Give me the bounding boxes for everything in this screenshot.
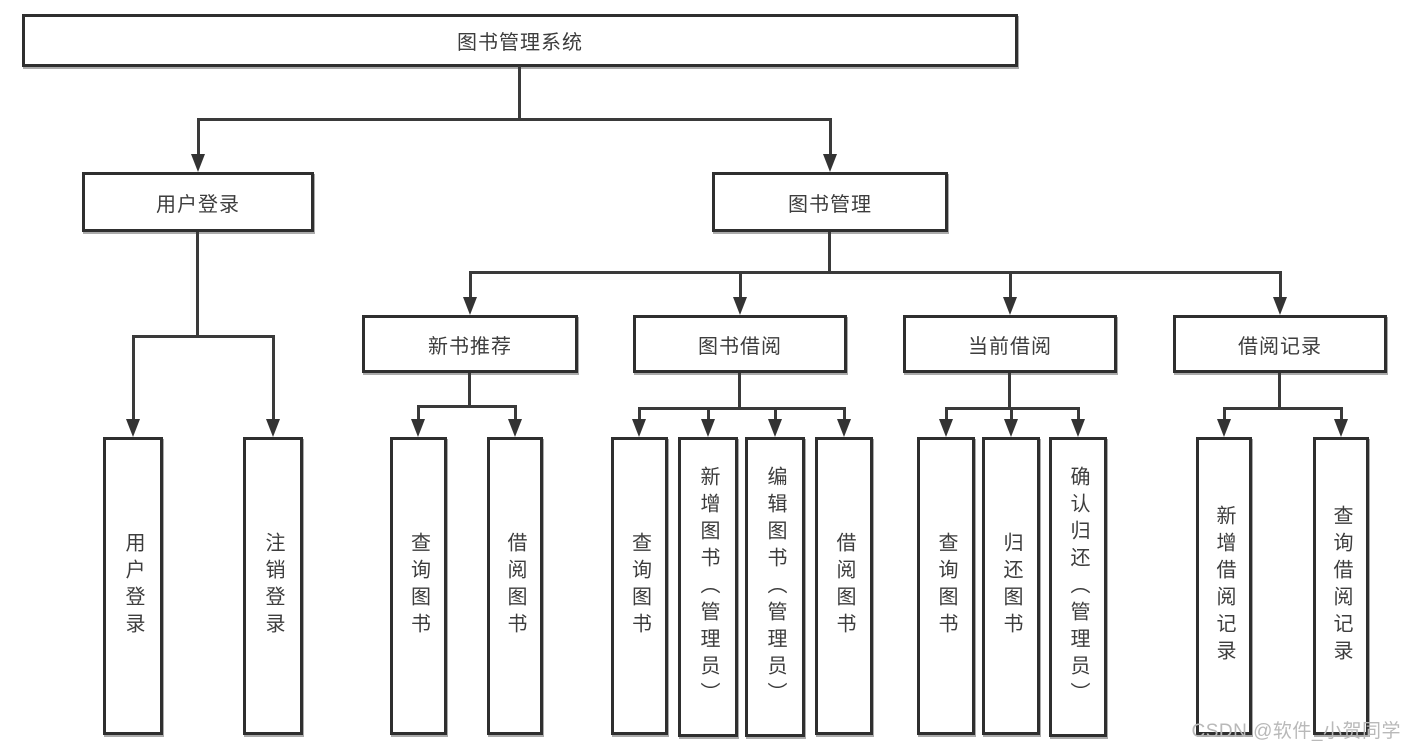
connector-line-drop [197, 118, 200, 154]
node-leaf-borrow-books-2: 借阅图书 [815, 437, 873, 735]
connector-arrowhead-down [701, 419, 715, 437]
connector-line-drop [843, 407, 846, 419]
connector-arrowhead-down [508, 419, 522, 437]
connector-line-drop [707, 407, 710, 419]
node-label: 编辑图书（管理员） [764, 465, 786, 709]
connector-line-vertical [518, 66, 521, 120]
node-label: 确认归还（管理员） [1067, 465, 1089, 709]
connector-arrowhead-down [1071, 419, 1085, 437]
connector-arrowhead-down [632, 419, 646, 437]
node-leaf-return-books: 归还图书 [982, 437, 1040, 735]
connector-arrowhead-down [939, 419, 953, 437]
connector-line-horizontal [469, 271, 1281, 274]
connector-arrowhead-down [463, 297, 477, 315]
node-label: 图书管理系统 [457, 32, 583, 54]
node-label: 查询图书 [407, 532, 430, 640]
csdn-watermark: CSDN @软件_小贺同学 [1191, 721, 1401, 742]
connector-line-horizontal [197, 118, 831, 121]
connector-line-vertical [1278, 373, 1281, 409]
connector-line-drop [514, 405, 517, 419]
node-leaf-confirm-return-admin: 确认归还（管理员） [1049, 437, 1107, 737]
connector-line-horizontal [638, 407, 845, 410]
connector-line-horizontal [417, 405, 516, 408]
connector-arrowhead-down [126, 419, 140, 437]
connector-line-vertical [196, 232, 199, 337]
connector-arrowhead-down [1003, 297, 1017, 315]
node-label: 查询图书 [935, 532, 957, 640]
connector-line-drop [829, 118, 832, 154]
connector-arrowhead-down [1334, 419, 1348, 437]
connector-line-drop [272, 335, 275, 419]
node-user-login: 用户登录 [82, 172, 314, 232]
connector-line-drop [132, 335, 135, 419]
node-label: 新书推荐 [428, 335, 512, 358]
node-leaf-query-books-2: 查询图书 [611, 437, 668, 735]
connector-line-drop [774, 407, 777, 419]
connector-arrowhead-down [1217, 419, 1231, 437]
node-label: 新增借阅记录 [1213, 505, 1235, 667]
node-leaf-logout: 注销登录 [243, 437, 303, 735]
connector-line-vertical [1008, 373, 1011, 409]
connector-line-drop [739, 271, 742, 297]
node-new-book-recommend: 新书推荐 [362, 315, 578, 373]
connector-line-vertical [738, 373, 741, 409]
node-label: 用户登录 [122, 532, 144, 640]
node-label: 借阅图书 [833, 532, 855, 640]
node-leaf-user-login: 用户登录 [103, 437, 163, 735]
node-leaf-query-borrow-record: 查询借阅记录 [1313, 437, 1369, 735]
node-leaf-query-books-3: 查询图书 [917, 437, 975, 735]
connector-arrowhead-down [1273, 297, 1287, 315]
node-book-borrowing: 图书借阅 [633, 315, 847, 373]
node-label: 查询借阅记录 [1330, 505, 1352, 667]
connector-line-horizontal [132, 335, 274, 338]
connector-arrowhead-down [411, 419, 425, 437]
connector-line-horizontal [1223, 407, 1342, 410]
node-library-management-system: 图书管理系统 [22, 14, 1018, 67]
node-leaf-add-borrow-record: 新增借阅记录 [1196, 437, 1252, 735]
connector-line-drop [638, 407, 641, 419]
connector-arrowhead-down [733, 297, 747, 315]
connector-arrowhead-down [837, 419, 851, 437]
connector-line-drop [1077, 407, 1080, 419]
connector-line-drop [1009, 271, 1012, 297]
node-label: 查询图书 [628, 532, 651, 640]
connector-line-drop [1223, 407, 1226, 419]
connector-line-drop [1279, 271, 1282, 297]
connector-line-drop [1340, 407, 1343, 419]
connector-arrowhead-down [768, 419, 782, 437]
node-label: 图书借阅 [698, 335, 782, 358]
connector-arrowhead-down [823, 154, 837, 172]
node-leaf-edit-books-admin: 编辑图书（管理员） [745, 437, 805, 737]
connector-line-drop [945, 407, 948, 419]
connector-line-vertical [828, 232, 831, 273]
node-book-management: 图书管理 [712, 172, 948, 232]
node-label: 借阅图书 [504, 532, 526, 640]
node-leaf-borrow-books-1: 借阅图书 [487, 437, 543, 735]
node-label: 归还图书 [1000, 532, 1022, 640]
node-leaf-query-books-1: 查询图书 [390, 437, 447, 735]
node-borrowing-records: 借阅记录 [1173, 315, 1387, 373]
node-label: 新增图书（管理员） [697, 465, 719, 709]
node-current-borrowing: 当前借阅 [903, 315, 1117, 373]
connector-line-drop [417, 405, 420, 419]
node-label: 图书管理 [788, 193, 872, 216]
connector-line-drop [469, 271, 472, 297]
connector-arrowhead-down [266, 419, 280, 437]
node-label: 用户登录 [156, 193, 240, 216]
connector-arrowhead-down [1004, 419, 1018, 437]
connector-line-drop [1010, 407, 1013, 419]
node-leaf-add-books-admin: 新增图书（管理员） [678, 437, 738, 737]
node-label: 借阅记录 [1238, 335, 1322, 358]
connector-line-vertical [468, 373, 471, 407]
node-label: 当前借阅 [968, 335, 1052, 358]
connector-arrowhead-down [191, 154, 205, 172]
node-label: 注销登录 [262, 532, 284, 640]
